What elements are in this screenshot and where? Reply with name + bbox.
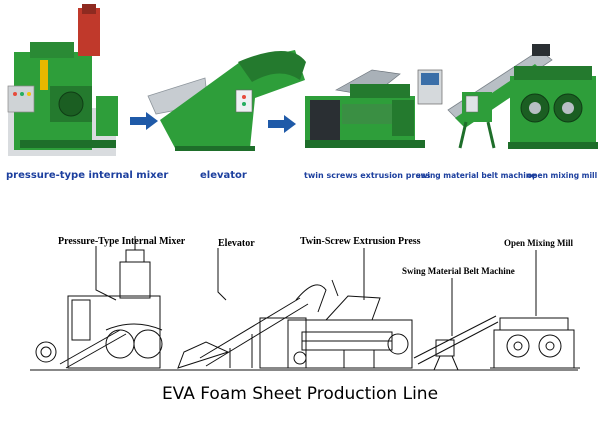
- label-photo-press: twin screws extrusion press: [304, 171, 431, 180]
- label-drawing-mill: Open Mixing Mill: [504, 238, 574, 248]
- elevator-photo: [147, 50, 306, 151]
- internal-mixer-photo: [7, 4, 118, 156]
- label-photo-mixer: pressure-type internal mixer: [6, 170, 169, 181]
- belt-machine-drawing: [413, 315, 499, 371]
- flow-arrow-2: [268, 115, 296, 133]
- elevator-leader-line: [217, 248, 227, 301]
- label-drawing-press: Twin-Screw Extrusion Press: [300, 236, 421, 247]
- label-photo-elevator: elevator: [200, 170, 247, 181]
- mixer-leader-line: [95, 246, 117, 301]
- extrusion-press-drawing: [287, 279, 413, 369]
- internal-mixer-drawing: [35, 236, 163, 369]
- label-drawing-mixer: Pressure-Type Internal Mixer: [58, 236, 186, 247]
- label-photo-mill: open mixing mill: [527, 171, 598, 180]
- label-photo-belt: swing material belt machine: [416, 171, 537, 180]
- label-drawing-belt: Swing Material Belt Machine: [402, 266, 515, 276]
- mixing-mill-photo: [508, 66, 598, 149]
- label-drawing-elevator: Elevator: [218, 238, 255, 249]
- mixing-mill-drawing: [490, 317, 580, 369]
- extrusion-press-photo: [305, 69, 443, 148]
- figure-caption: EVA Foam Sheet Production Line: [161, 384, 439, 404]
- elevator-drawing: [177, 284, 327, 369]
- flow-arrow-1: [130, 112, 158, 130]
